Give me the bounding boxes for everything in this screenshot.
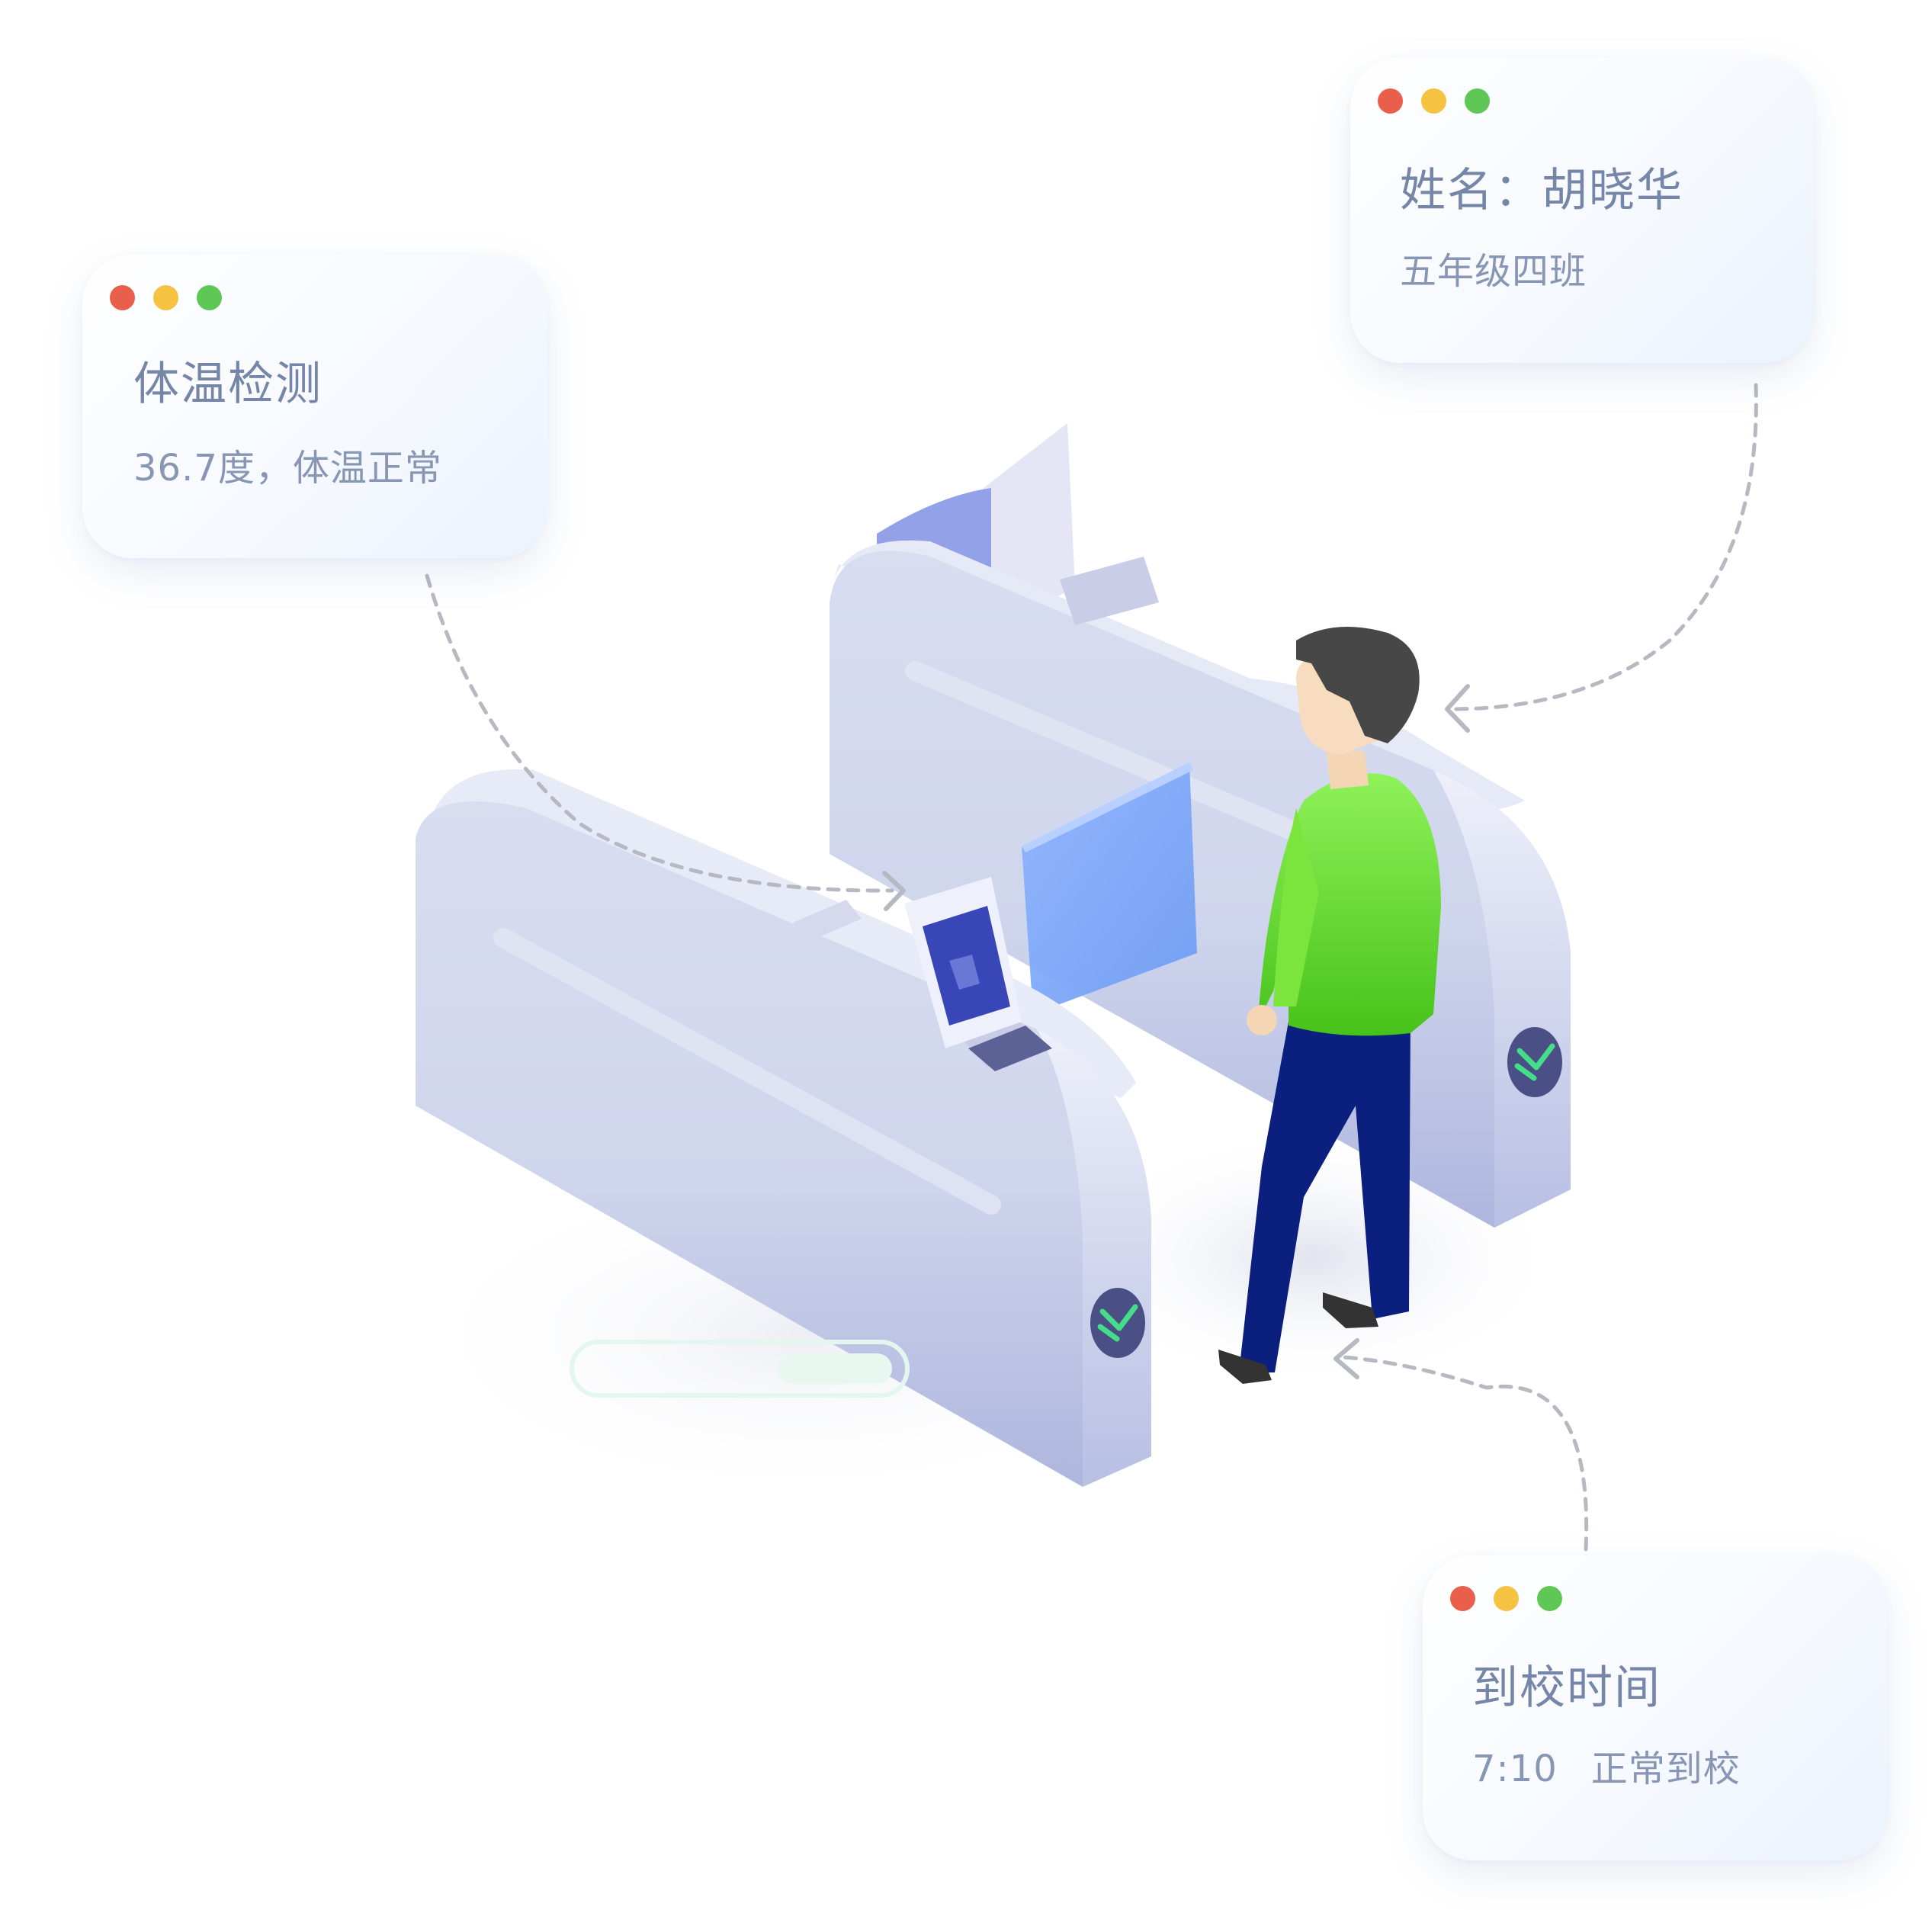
green-dot-icon (197, 285, 222, 310)
arrival-time: 7:10 (1472, 1748, 1558, 1790)
temperature-card-title: 体温检测 (133, 358, 323, 411)
temperature-reading: 36.7度，体温正常 (133, 447, 442, 490)
back-gate-end (1433, 770, 1571, 1228)
person-shoe-right (1323, 1292, 1378, 1328)
yellow-dot-icon (1494, 1586, 1519, 1611)
person-shoe-left (1218, 1350, 1272, 1384)
person (1218, 627, 1441, 1384)
arrival-card: 到校时间 7:10 正常到校 (1423, 1555, 1888, 1860)
yellow-dot-icon (153, 285, 178, 310)
person-pants (1239, 1014, 1410, 1372)
front-gate (416, 769, 1151, 1487)
front-gate-end (1037, 1029, 1151, 1487)
arrival-status: 正常到校 (1590, 1748, 1741, 1790)
connector-temperature (425, 573, 894, 893)
arrival-detail: 7:10 正常到校 (1472, 1746, 1741, 1792)
front-gate-chevron-arrow-icon (1090, 1288, 1145, 1358)
window-controls (1450, 1586, 1562, 1611)
connector-lines (425, 383, 1758, 1552)
connector-student (1449, 383, 1758, 711)
arrival-card-title: 到校时间 (1472, 1661, 1661, 1715)
face-recognition-terminal (904, 877, 1052, 1071)
red-dot-icon (110, 285, 135, 310)
connector-arrival (1340, 1355, 1589, 1552)
front-gate-side (416, 801, 1151, 1487)
green-dot-icon (1465, 88, 1490, 114)
back-gate-chevron-arrow-icon (1507, 1027, 1562, 1097)
person-hair (1296, 627, 1420, 743)
student-class: 五年级四班 (1400, 250, 1587, 293)
connector-arrowheads (882, 684, 1470, 1379)
red-dot-icon (1450, 1586, 1475, 1611)
red-dot-icon (1378, 88, 1403, 114)
student-name: 姓名：胡晓华 (1400, 164, 1683, 217)
window-controls (1378, 88, 1490, 114)
green-dot-icon (1537, 1586, 1562, 1611)
yellow-dot-icon (1421, 88, 1446, 114)
window-controls (110, 285, 222, 310)
temperature-card: 体温检测 36.7度，体温正常 (82, 255, 547, 558)
student-card: 姓名：胡晓华 五年级四班 (1350, 58, 1814, 363)
